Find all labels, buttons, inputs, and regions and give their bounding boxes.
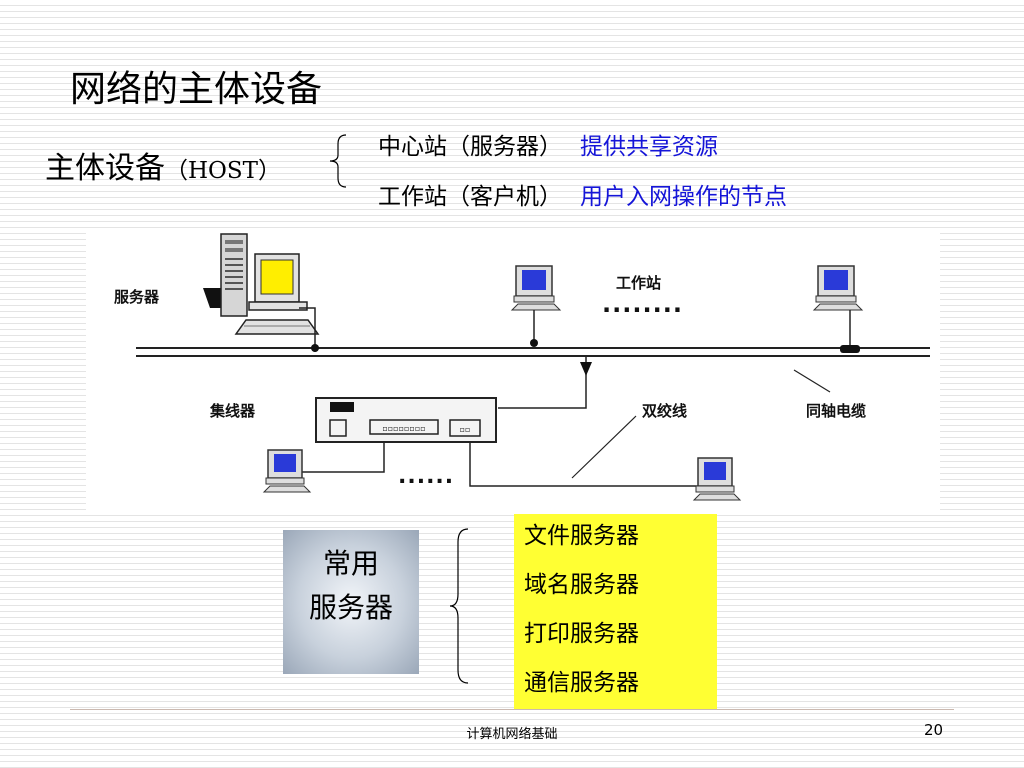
definition-row-server: 中心站（服务器） 提供共享资源 [378, 127, 718, 161]
footer-divider [70, 709, 954, 710]
workstation-icon [510, 265, 562, 347]
workstation-icon [262, 449, 312, 493]
footer-title: 计算机网络基础 [466, 727, 558, 742]
server-type-item: 域名服务器 [524, 572, 639, 598]
definition-desc: 用户入网操作的节点 [580, 184, 787, 210]
hub-cables [302, 415, 700, 487]
server-types-list: 文件服务器 域名服务器 打印服务器 通信服务器 [514, 514, 717, 710]
coax-pointer-line [793, 369, 831, 393]
definition-desc: 提供共享资源 [580, 134, 718, 160]
workstation-icon [812, 265, 864, 353]
host-label: 主体设备（HOST） [45, 143, 281, 187]
hub-icon: ▫▫▫▫▫▫▫▫ ▫▫ [315, 397, 497, 443]
left-brace-icon [329, 134, 347, 188]
label-server: 服务器 [114, 288, 160, 306]
common-servers-line1: 常用 [322, 547, 379, 580]
coax-backbone [136, 347, 930, 357]
server-type-item: 打印服务器 [524, 621, 639, 647]
host-label-text: 主体设备 [45, 151, 165, 186]
host-label-paren: （HOST） [165, 158, 282, 184]
definition-term: 工作站（客户机） [378, 184, 562, 210]
network-diagram-svg: ▫▫▫▫▫▫▫▫ ▫▫ [136, 233, 930, 501]
svg-text:▫▫▫▫▫▫▫▫: ▫▫▫▫▫▫▫▫ [382, 424, 425, 433]
workstation-icon [692, 457, 742, 501]
server-type-item: 通信服务器 [524, 670, 639, 696]
left-brace-icon [449, 528, 469, 684]
label-hub: 集线器 [210, 402, 256, 420]
dots-top: ........ [602, 290, 683, 318]
network-diagram: ▫▫▫▫▫▫▫▫ ▫▫ 服务器 工作站 ........ 集线器 双绞线 同轴电… [86, 230, 940, 514]
server-icon [203, 233, 320, 352]
dots-bottom: ...... [398, 464, 455, 489]
common-servers-box: 常用 服务器 [283, 530, 419, 674]
slide-title: 网络的主体设备 [70, 69, 323, 110]
definition-term: 中心站（服务器） [378, 134, 562, 160]
label-coax: 同轴电缆 [806, 402, 867, 420]
hub-drop-cable [498, 356, 592, 409]
common-servers-line2: 服务器 [308, 591, 393, 624]
server-type-item: 文件服务器 [524, 523, 639, 549]
page-number: 20 [924, 721, 944, 739]
definition-row-workstation: 工作站（客户机） 用户入网操作的节点 [378, 177, 787, 211]
svg-text:▫▫: ▫▫ [460, 425, 471, 434]
label-twisted-pair: 双绞线 [642, 402, 688, 420]
label-workstation: 工作站 [616, 274, 662, 292]
